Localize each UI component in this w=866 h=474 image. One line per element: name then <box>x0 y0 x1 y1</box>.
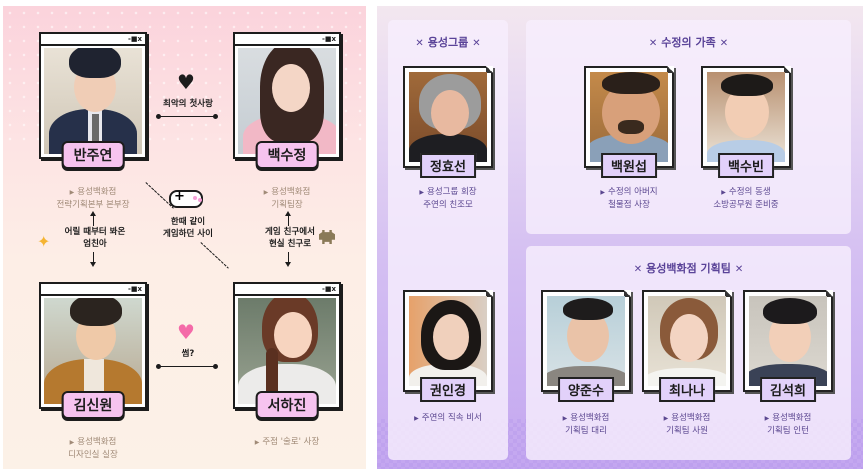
character-card-ban-juyeon: -■x 반주연 <box>39 32 147 169</box>
member-name-tag: 최나나 <box>659 377 715 402</box>
character-photo <box>44 48 142 154</box>
member-photo <box>409 296 487 386</box>
member-card-kwon-ingyeong: 권인경 <box>403 290 493 402</box>
page-fold-icon <box>667 66 674 73</box>
character-photo <box>238 298 336 404</box>
window-controls-icon: -■x <box>127 35 142 43</box>
pixel-x-icon: ✕ <box>472 38 481 49</box>
character-name-tag: 반주연 <box>61 141 125 169</box>
member-photo <box>547 296 625 386</box>
character-description: ▶용성백화점 기획팀장 <box>263 187 311 210</box>
diagonal-arrow-down <box>200 242 229 269</box>
member-description: ▶수정의 동생 소방공무원 준비중 <box>713 187 779 210</box>
character-photo <box>238 48 336 154</box>
group-title: ✕수정의 가족✕ <box>648 36 729 49</box>
character-name-tag: 백수정 <box>255 141 319 169</box>
relationship-chart-main: -■x 반주연 ▶용성백화점 전략기획본부 본부장 -■x 백수정 <box>3 6 366 469</box>
triangle-icon: ▶ <box>419 189 424 196</box>
arrow-down <box>90 252 96 267</box>
member-name-tag: 정효선 <box>420 153 476 178</box>
member-card-baek-subin: 백수빈 <box>701 66 791 178</box>
pixel-x-icon: ✕ <box>648 38 658 49</box>
character-card-seo-hajin: -■x 서하진 <box>233 282 341 419</box>
window-titlebar: -■x <box>41 34 145 46</box>
bidirectional-arrow <box>156 364 218 369</box>
relation-label-game-friend: 게임 친구에서 현실 친구로 <box>265 227 315 249</box>
arrow-down <box>285 252 291 267</box>
group-card-sujeong-family: ✕수정의 가족✕ <box>526 20 851 234</box>
triangle-icon: ▶ <box>69 189 75 196</box>
member-description: ▶용성백화점 기획팀 사원 <box>663 413 711 436</box>
member-name-tag: 백원섭 <box>601 153 657 178</box>
member-name-tag: 양준수 <box>558 377 614 402</box>
relation-label-childhood: 어릴 때부터 봐온 엄친아 <box>64 227 126 249</box>
pixel-x-icon: ✕ <box>415 38 424 49</box>
member-name-tag: 김석희 <box>760 377 816 402</box>
bidirectional-arrow <box>156 114 218 119</box>
group-title: ✕용성백화점 기획팀✕ <box>633 262 744 275</box>
triangle-icon: ▶ <box>663 415 669 422</box>
triangle-icon: ▶ <box>764 415 770 422</box>
window-titlebar: -■x <box>235 34 339 46</box>
supporting-characters-panel: ✕용성그룹✕ ✕수정의 가족✕ ✕용성백화점 기획팀✕ 정효선 ▶용성그룹 회장… <box>377 6 863 469</box>
character-description: ▶용성백화점 전략기획본부 본부장 <box>56 187 130 210</box>
member-photo <box>590 72 668 162</box>
member-photo <box>707 72 785 162</box>
character-card-kim-sinwon: -■x 김신원 <box>39 282 147 419</box>
window-controls-icon: -■x <box>321 285 336 293</box>
page-fold-icon <box>784 66 791 73</box>
triangle-icon: ▶ <box>721 189 726 196</box>
page-fold-icon <box>725 290 732 297</box>
relation-label-some: 썸? <box>181 349 195 359</box>
member-card-choi-nana: 최나나 <box>642 290 732 402</box>
member-card-yang-junsu: 양준수 <box>541 290 631 402</box>
character-name-tag: 서하진 <box>255 391 319 419</box>
triangle-icon: ▶ <box>263 189 269 196</box>
character-name-tag: 김신원 <box>61 391 125 419</box>
group-title: ✕용성그룹✕ <box>415 36 481 49</box>
member-card-jeong-hyoseon: 정효선 <box>403 66 493 178</box>
triangle-icon: ▶ <box>414 415 419 422</box>
member-card-baek-wonseop: 백원섭 <box>584 66 674 178</box>
gamepad-icon <box>169 189 203 208</box>
pink-heart-icon: ♥ <box>177 320 195 344</box>
relation-label-gaming: 한때 같이 게임하던 사이 <box>163 217 213 239</box>
pixel-x-icon: ✕ <box>719 38 729 49</box>
triangle-icon: ▶ <box>254 439 260 446</box>
member-photo <box>648 296 726 386</box>
member-photo <box>409 72 487 162</box>
member-name-tag: 권인경 <box>420 377 476 402</box>
relation-label-first-love: 최악의 첫사랑 <box>163 99 213 109</box>
member-card-kim-seokhee: 김석희 <box>743 290 833 402</box>
page-fold-icon <box>826 290 833 297</box>
member-photo <box>749 296 827 386</box>
member-description: ▶주연의 직속 비서 <box>414 413 482 423</box>
page-fold-icon <box>486 66 493 73</box>
window-titlebar: -■x <box>41 284 145 296</box>
window-controls-icon: -■x <box>321 35 336 43</box>
pixel-x-icon: ✕ <box>734 264 744 275</box>
member-description: ▶수정의 아버지 철물점 사장 <box>600 187 658 210</box>
window-controls-icon: -■x <box>127 285 142 293</box>
heart-icon: ♥ <box>177 70 195 94</box>
character-card-baek-sujeong: -■x 백수정 <box>233 32 341 169</box>
page-fold-icon <box>486 290 493 297</box>
member-description: ▶용성그룹 회장 주연의 친조모 <box>419 187 477 210</box>
window-titlebar: -■x <box>235 284 339 296</box>
sparkle-icon: ✦ <box>37 232 51 251</box>
space-invader-icon <box>319 230 335 244</box>
triangle-icon: ▶ <box>69 439 75 446</box>
page-fold-icon <box>624 290 631 297</box>
member-name-tag: 백수빈 <box>718 153 774 178</box>
triangle-icon: ▶ <box>600 189 605 196</box>
triangle-icon: ▶ <box>562 415 568 422</box>
member-description: ▶용성백화점 기획팀 인턴 <box>764 413 812 436</box>
character-photo <box>44 298 142 404</box>
arrow-up <box>285 211 291 226</box>
character-description: ▶주점 '술로' 사장 <box>254 437 320 447</box>
member-description: ▶용성백화점 기획팀 대리 <box>562 413 610 436</box>
pixel-x-icon: ✕ <box>633 264 643 275</box>
character-description: ▶용성백화점 디자인실 실장 <box>68 437 118 460</box>
arrow-up <box>90 211 96 226</box>
